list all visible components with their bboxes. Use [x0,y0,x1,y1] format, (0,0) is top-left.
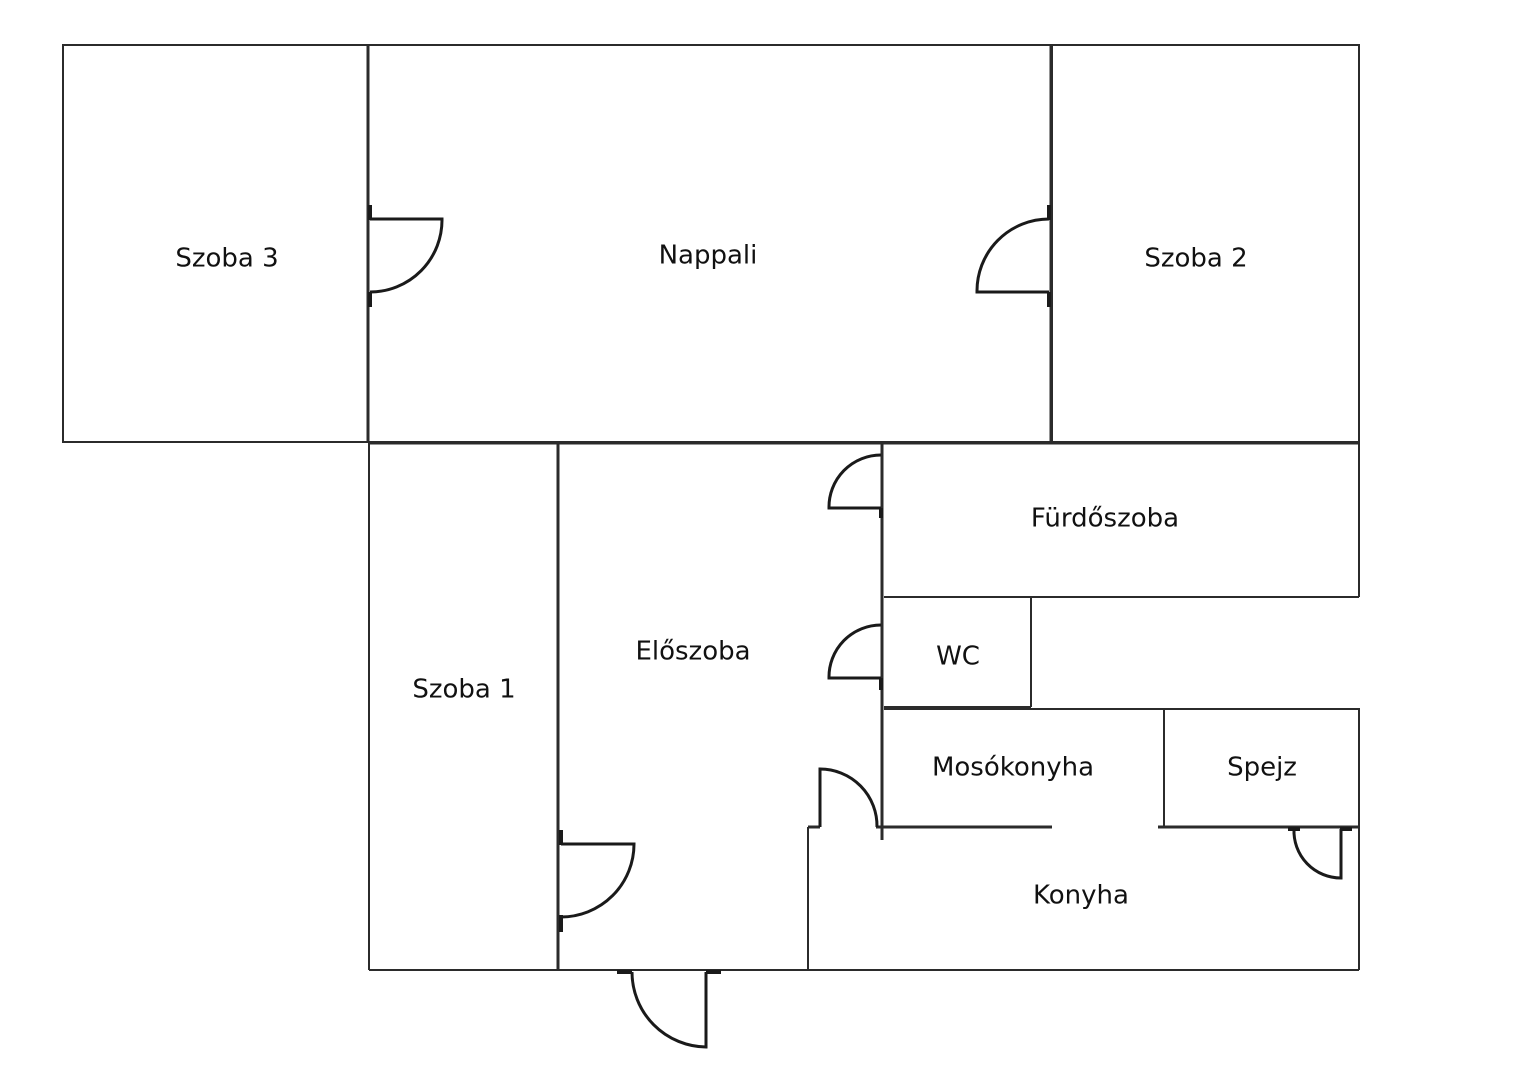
door-entrance [617,970,721,1049]
door-spejz [1288,827,1352,880]
room-label-szoba2: Szoba 2 [1144,244,1247,274]
room-label-eloszoba: Előszoba [635,637,750,667]
door-szoba1 [559,830,636,932]
door-wc [827,623,883,690]
room-label-konyha: Konyha [1033,881,1129,911]
room-label-szoba3: Szoba 3 [175,244,278,274]
doors [368,205,1352,1049]
room-label-nappali: Nappali [659,241,758,271]
room-label-wc: WC [936,642,980,672]
room-labels: Szoba 3 Nappali Szoba 2 Szoba 1 Előszoba… [175,241,1297,911]
door-szoba2 [975,205,1051,307]
room-label-szoba1: Szoba 1 [412,675,515,705]
room-label-furdoszoba: Fürdőszoba [1031,504,1179,534]
room-label-mosokonyha: Mosókonyha [932,753,1094,783]
room-label-spejz: Spejz [1227,753,1297,783]
door-mosokonyha [818,767,879,828]
door-furdoszoba [827,453,883,518]
door-szoba3 [368,205,444,307]
